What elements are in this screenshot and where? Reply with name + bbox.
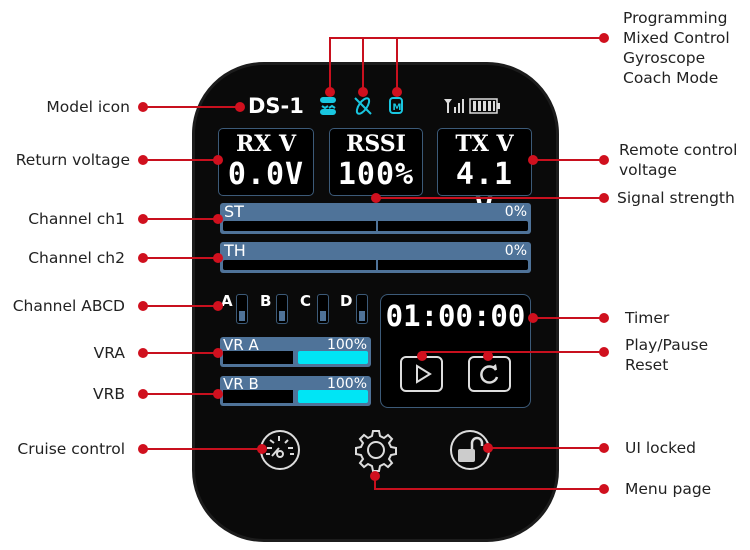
rx-value: 0.0V — [227, 157, 305, 192]
label-remote-voltage-2: voltage — [619, 161, 677, 179]
tx-title: TX V — [455, 131, 514, 157]
label-menu-page: Menu page — [625, 480, 712, 498]
label-coach-mode: Coach Mode — [623, 69, 719, 87]
play-icon — [416, 364, 432, 384]
label-cruise-control: Cruise control — [17, 440, 125, 458]
timer-display: 01:00:00 — [385, 299, 526, 333]
vr-value: 100% — [326, 376, 367, 392]
channel-name: TH — [224, 241, 246, 260]
switch-d — [356, 294, 368, 324]
label-play-pause: Play/Pause — [625, 336, 709, 354]
mixed-control-icon — [354, 97, 372, 115]
menu-button[interactable] — [354, 428, 398, 472]
label-channel-abcd: Channel ABCD — [12, 297, 125, 315]
programming-icon — [320, 97, 336, 115]
switch-d-label: D — [340, 292, 353, 310]
switch-a-label: A — [221, 292, 233, 310]
label-programming: Programming — [623, 9, 728, 27]
label-ui-locked: UI locked — [625, 439, 696, 457]
rssi-title: RSSI — [346, 131, 406, 157]
label-model-icon: Model icon — [46, 98, 130, 116]
label-timer: Timer — [625, 309, 670, 327]
rssi-panel: RSSI 100% — [329, 128, 423, 196]
switch-c-label: C — [300, 292, 312, 310]
reset-icon — [480, 364, 499, 384]
gear-icon — [355, 430, 397, 472]
rx-title: RX V — [235, 131, 297, 157]
play-pause-button[interactable] — [400, 356, 443, 392]
label-vrb: VRB — [92, 385, 125, 403]
label-signal-strength: Signal strength — [617, 189, 735, 207]
battery-icon — [469, 98, 500, 114]
rssi-value: 100% — [337, 157, 415, 192]
label-channel-ch1: Channel ch1 — [28, 210, 125, 228]
label-reset: Reset — [625, 356, 669, 374]
vra-bar: VR A 100% — [220, 336, 371, 367]
channel-st-bar: ST 0% — [220, 202, 531, 234]
coach-mode-icon: M — [389, 97, 403, 114]
vr-name: VR B — [223, 375, 259, 393]
channel-name: ST — [224, 202, 244, 221]
model-name: DS-1 — [248, 94, 304, 118]
label-remote-voltage-1: Remote control — [619, 141, 738, 159]
channel-value: 0% — [504, 204, 527, 220]
vr-value: 100% — [326, 337, 367, 353]
mode-icons: M — [320, 97, 403, 115]
svg-text:M: M — [393, 103, 402, 113]
switch-b-label: B — [260, 292, 272, 310]
switch-c — [317, 294, 329, 324]
label-gyroscope: Gyroscope — [623, 49, 706, 67]
tx-voltage-panel: TX V 4.1 V — [437, 128, 532, 227]
rx-voltage-panel: RX V 0.0V — [218, 128, 314, 196]
label-return-voltage: Return voltage — [15, 151, 130, 169]
switch-b — [276, 294, 288, 324]
label-mixed-control: Mixed Control — [623, 29, 730, 47]
switch-a — [236, 294, 248, 324]
signal-battery-icons — [444, 98, 500, 114]
label-channel-ch2: Channel ch2 — [28, 249, 125, 267]
channel-th-bar: TH 0% — [220, 241, 531, 273]
reset-button[interactable] — [468, 356, 511, 392]
channel-value: 0% — [504, 243, 527, 259]
label-vra: VRA — [93, 344, 125, 362]
vr-name: VR A — [223, 336, 259, 354]
signal-icon — [444, 99, 464, 113]
vrb-bar: VR B 100% — [220, 375, 371, 406]
